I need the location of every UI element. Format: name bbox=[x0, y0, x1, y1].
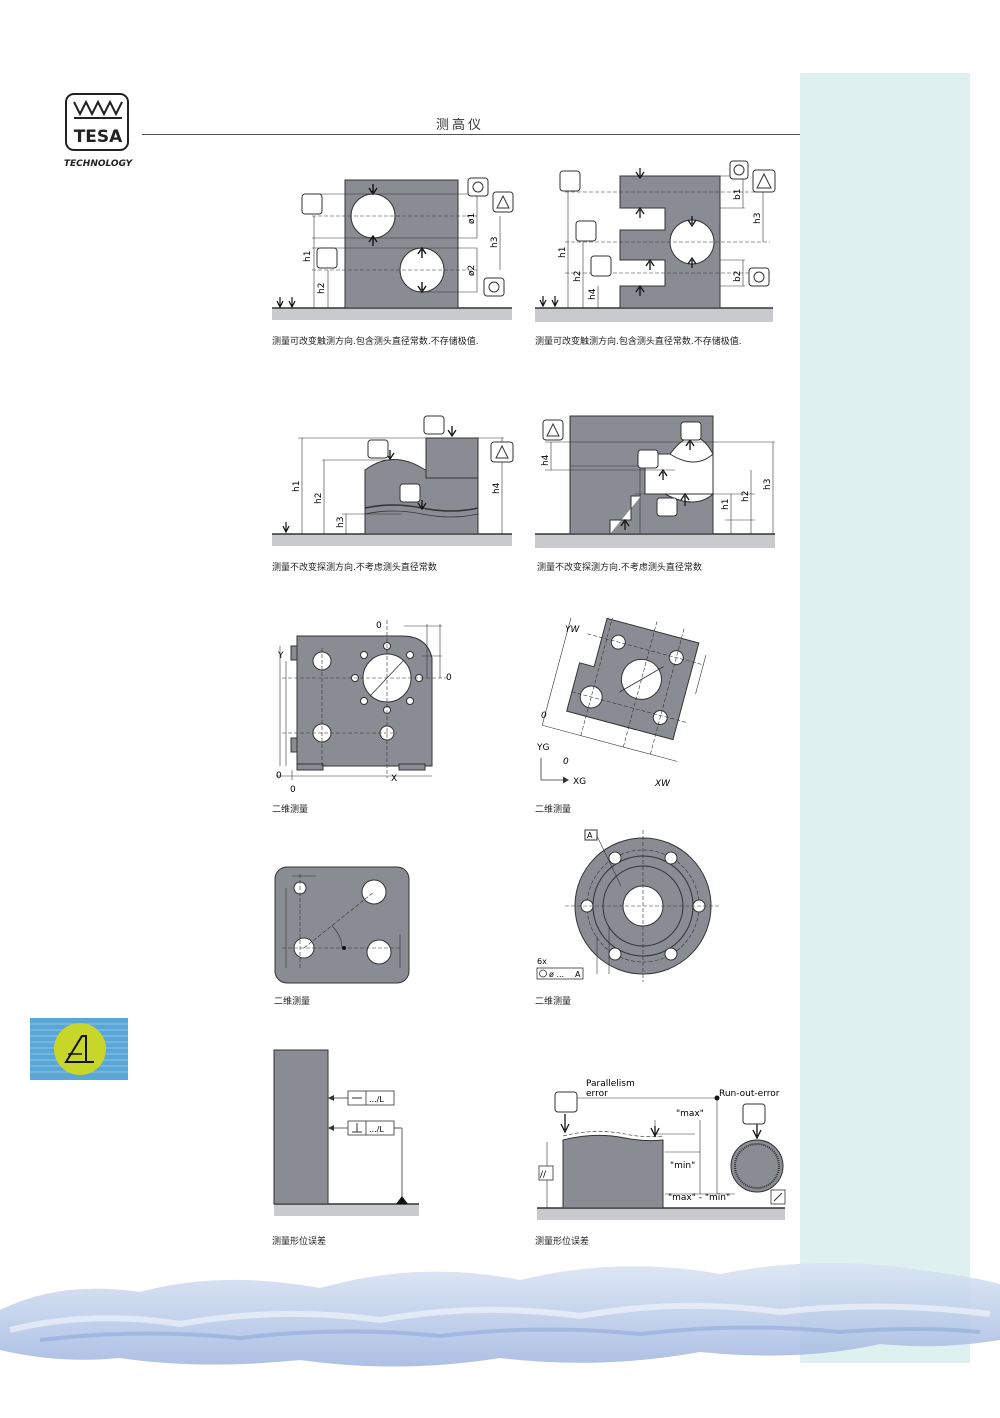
page-title: 测高仪 bbox=[435, 118, 484, 133]
f5-zero-a: 0 bbox=[276, 771, 282, 781]
caption-f7: 二维测量 bbox=[274, 997, 311, 1007]
f10-error: error bbox=[586, 1089, 608, 1099]
figure-8: A 6x ø ... A bbox=[535, 826, 725, 984]
f10-max: "max" bbox=[676, 1109, 704, 1119]
caption-f9: 测量形位误差 bbox=[272, 1237, 327, 1247]
caption-f1: 测量可改变触测方向.包含测头直径常数.不存储极值. bbox=[272, 337, 479, 347]
f2-h1: h1 bbox=[558, 247, 568, 258]
f2-h4: h4 bbox=[588, 288, 598, 300]
f1-h2: h2 bbox=[317, 283, 327, 294]
f8-datum-a: A bbox=[587, 831, 593, 840]
f3-h4: h4 bbox=[492, 482, 502, 494]
f3-h1: h1 bbox=[292, 481, 302, 492]
f4-h4: h4 bbox=[541, 454, 551, 466]
caption-f6: 二维测量 bbox=[535, 805, 572, 815]
figure-6: YW XW YG XG 0 0 bbox=[535, 618, 720, 796]
caption-f2: 测量可改变触测方向.包含测头直径常数.不存储极值. bbox=[535, 337, 742, 347]
caption-f5: 二维测量 bbox=[272, 805, 309, 815]
f4-h1: h1 bbox=[721, 499, 731, 510]
f8-count: 6x bbox=[537, 957, 547, 966]
header-rule bbox=[142, 134, 800, 135]
sidebar-panel bbox=[800, 73, 970, 1363]
f6-zero-a: 0 bbox=[541, 711, 547, 721]
tesa-logo: TESA TECHNOLOGY bbox=[62, 92, 134, 172]
figure-1: h1 h2 h3 ø1 ø2 bbox=[272, 170, 517, 322]
logo-tagline: TECHNOLOGY bbox=[64, 159, 134, 169]
f2-h3: h3 bbox=[753, 213, 763, 224]
chapter-badge bbox=[30, 1018, 128, 1080]
f6-yw: YW bbox=[565, 625, 580, 635]
f5-zero-c: 0 bbox=[376, 621, 382, 631]
caption-f8: 二维测量 bbox=[535, 997, 572, 1007]
f4-h2: h2 bbox=[741, 491, 751, 502]
f5-zero-b: 0 bbox=[290, 785, 296, 795]
f6-yg: YG bbox=[536, 743, 549, 753]
f2-b2: b2 bbox=[733, 271, 743, 282]
f6-zero-b: 0 bbox=[563, 757, 569, 767]
f1-h3: h3 bbox=[490, 237, 500, 248]
f4-h3: h3 bbox=[763, 479, 773, 490]
f2-b1: b1 bbox=[733, 189, 743, 200]
f10-parallelism: Parallelism bbox=[586, 1079, 635, 1089]
f1-d1: ø1 bbox=[467, 213, 477, 224]
caption-f10: 测量形位误差 bbox=[535, 1237, 590, 1247]
f5-x: X bbox=[391, 774, 397, 784]
decorative-cloud-band bbox=[0, 1240, 1000, 1414]
figure-5: Y X 0 0 0 0 bbox=[272, 618, 462, 796]
figure-10: // Parallelism error Run-out-error "max"… bbox=[535, 1074, 790, 1222]
f2-h2: h2 bbox=[573, 271, 583, 282]
f3-h2: h2 bbox=[314, 493, 324, 504]
f6-xw: XW bbox=[654, 779, 671, 789]
f5-y: Y bbox=[277, 651, 284, 661]
f1-h1: h1 bbox=[303, 251, 313, 262]
f6-xg: XG bbox=[573, 777, 586, 787]
logo-brand: TESA bbox=[74, 127, 123, 147]
f9-tol-b: .../L bbox=[369, 1125, 384, 1134]
f8-datum-b: A bbox=[575, 970, 581, 979]
f8-tol: ø ... bbox=[549, 970, 564, 979]
f10-parallel-sym: // bbox=[540, 1170, 547, 1180]
caption-f4: 测量不改变探测方向.不考虑测头直径常数 bbox=[537, 563, 702, 573]
figure-9: .../L .../L bbox=[272, 1048, 422, 1220]
f10-max-minus-min: "max" - "min" bbox=[668, 1193, 730, 1203]
figure-2: h1 h2 h3 h4 b1 b2 bbox=[535, 158, 780, 326]
caption-f3: 测量不改变探测方向.不考虑测头直径常数 bbox=[272, 563, 437, 573]
f1-d2: ø2 bbox=[467, 265, 477, 276]
f10-runout: Run-out-error bbox=[719, 1089, 780, 1099]
figure-7 bbox=[272, 864, 414, 986]
f10-min: "min" bbox=[670, 1161, 695, 1171]
f5-zero-d: 0 bbox=[446, 673, 452, 683]
figure-3: h1 h2 h3 h4 bbox=[272, 410, 517, 550]
f3-h3: h3 bbox=[336, 517, 346, 528]
figure-4: h4 h1 h2 h3 bbox=[535, 410, 780, 552]
f9-tol-a: .../L bbox=[369, 1095, 384, 1104]
